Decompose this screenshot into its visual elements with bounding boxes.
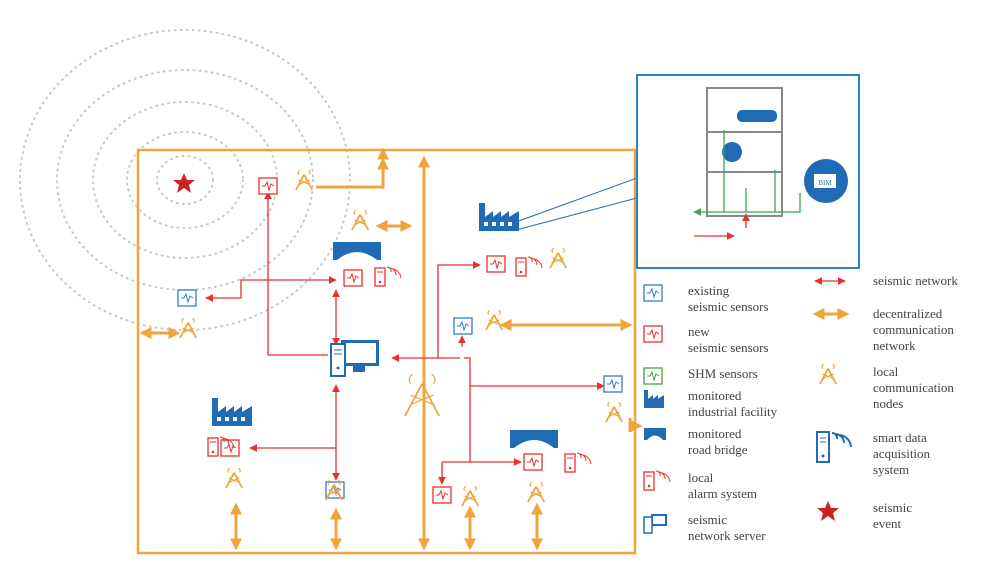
seismic-event-star-icon bbox=[817, 501, 839, 521]
alarm-system-icon bbox=[564, 452, 592, 473]
industrial-facility-icon bbox=[479, 203, 519, 231]
legend-label: system bbox=[873, 462, 909, 477]
legend-label: communication bbox=[873, 380, 954, 395]
network-server-icon bbox=[330, 340, 379, 377]
road-bridge-icon bbox=[333, 242, 381, 260]
new-sensor-icon bbox=[343, 269, 363, 287]
legend-label: nodes bbox=[873, 396, 903, 411]
legend-label: seismic bbox=[873, 500, 912, 515]
legend-label: monitored bbox=[688, 426, 742, 441]
alarm-system-icon bbox=[643, 470, 671, 491]
existing-sensor-icon bbox=[177, 289, 197, 307]
new-sensor-icon bbox=[523, 453, 543, 471]
communication-node-icon bbox=[605, 401, 623, 423]
existing-sensor-icon bbox=[453, 317, 473, 335]
road-bridge-icon bbox=[644, 428, 666, 440]
data-acquisition-system-icon bbox=[816, 431, 852, 463]
legend-label: road bridge bbox=[688, 442, 748, 457]
legend-label: seismic bbox=[688, 512, 727, 527]
legend-label: seismic sensors bbox=[688, 299, 769, 314]
new-sensor-icon bbox=[220, 439, 240, 457]
communication-node-icon bbox=[527, 481, 545, 503]
bim-label: BIM bbox=[818, 179, 832, 187]
industrial-facility-icon bbox=[212, 398, 252, 426]
communication-node-icon bbox=[295, 169, 313, 191]
industrial-facility-icon bbox=[644, 390, 664, 408]
legend-label: decentralized bbox=[873, 306, 943, 321]
communication-node-icon bbox=[225, 467, 243, 489]
communication-node-icon bbox=[325, 479, 343, 501]
communication-node-icon bbox=[549, 247, 567, 269]
legend-label: event bbox=[873, 516, 902, 531]
new-sensor-icon bbox=[258, 177, 278, 195]
legend-label: smart data bbox=[873, 430, 927, 445]
legend-label: acquisition bbox=[873, 446, 931, 461]
legend-label: SHM sensors bbox=[688, 366, 758, 381]
communication-links bbox=[139, 147, 643, 551]
legend-label: existing bbox=[688, 283, 730, 298]
seismic-event-star bbox=[173, 173, 195, 193]
legend-label: local bbox=[873, 364, 899, 379]
communication-node-icon bbox=[461, 485, 479, 507]
legend-label: communication bbox=[873, 322, 954, 337]
legend-label: network bbox=[873, 338, 916, 353]
new-sensor-icon bbox=[486, 255, 506, 273]
communication-node-icon bbox=[179, 317, 197, 339]
legend-label: alarm system bbox=[688, 486, 757, 501]
network-area-frame bbox=[136, 148, 637, 555]
inset-mass-shape bbox=[722, 142, 742, 162]
communication-node-icon bbox=[819, 363, 837, 385]
new-sensor-icon bbox=[643, 325, 663, 343]
legend-label: new bbox=[688, 324, 710, 339]
alarm-system-icon bbox=[515, 256, 543, 277]
inset-detail: BIM bbox=[636, 74, 860, 269]
legend-label: monitored bbox=[688, 388, 742, 403]
inset-connector-lines bbox=[515, 177, 638, 231]
legend-label: local bbox=[688, 470, 714, 485]
new-sensor-icon bbox=[432, 486, 452, 504]
existing-sensor-icon bbox=[603, 375, 623, 393]
shm-sensor-icon bbox=[643, 367, 663, 385]
legend-label: seismic network bbox=[873, 273, 958, 288]
existing-sensor-icon bbox=[643, 284, 663, 302]
legend-label: industrial facility bbox=[688, 404, 778, 419]
central-communication-tower-icon bbox=[404, 373, 440, 417]
inset-beam-shape bbox=[737, 110, 777, 122]
alarm-system-icon bbox=[374, 266, 402, 287]
communication-node-icon bbox=[351, 209, 369, 231]
communication-node-icon bbox=[485, 309, 503, 331]
seismic-links bbox=[205, 191, 605, 485]
legend-label: seismic sensors bbox=[688, 340, 769, 355]
network-server-icon bbox=[643, 514, 667, 534]
alarm-system-icon bbox=[207, 436, 235, 457]
legend-label: network server bbox=[688, 528, 766, 543]
road-bridge-icon bbox=[510, 430, 558, 448]
